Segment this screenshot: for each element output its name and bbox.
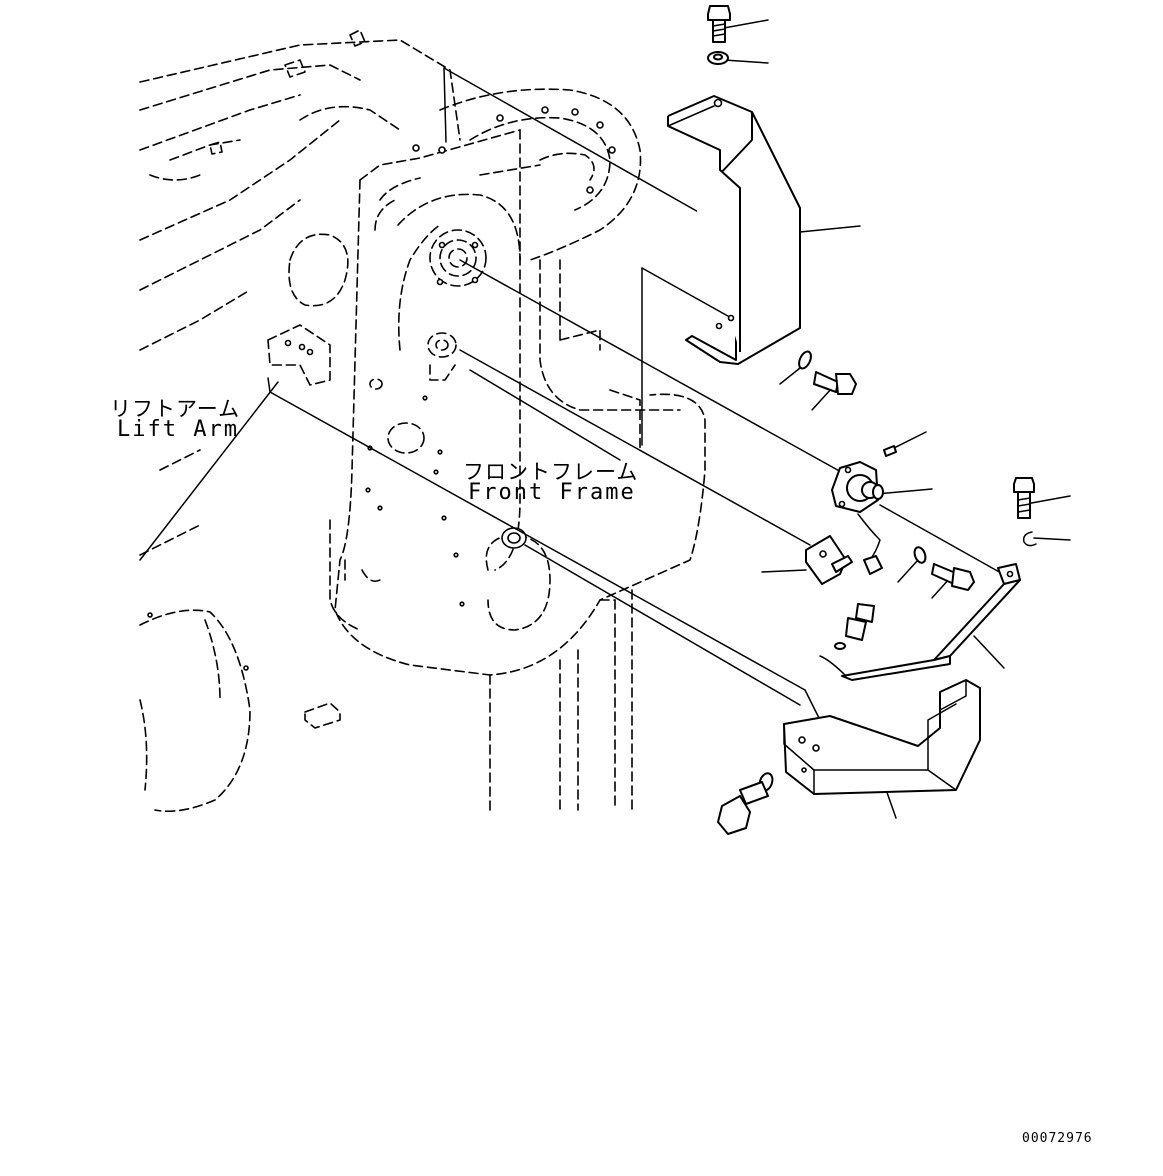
right-clip [1022, 531, 1037, 547]
cover-washer [798, 350, 812, 370]
sensor-bracket [805, 535, 853, 585]
front-frame-label-jp: フロントフレーム [463, 460, 639, 484]
lift-arm-outline [139, 29, 461, 556]
top-bolt [707, 5, 731, 43]
cover-bolt [813, 371, 857, 395]
top-washer [707, 51, 729, 65]
lift-arm-label-en: Lift Arm [117, 417, 239, 442]
small-clip [883, 445, 897, 457]
pivot-hub-outline [439, 88, 681, 451]
front-frame-label-en: Front Frame [468, 480, 636, 505]
rod-bolt [834, 603, 875, 650]
leader-lines [139, 19, 1071, 819]
sensor [831, 461, 884, 575]
guard-bolt [717, 781, 769, 835]
front-frame-outline [329, 129, 706, 811]
lift-arm-label-jp: リフトアーム [110, 397, 241, 421]
wheel-outline [139, 609, 341, 813]
cover-plate [667, 95, 801, 365]
sensor-bolt [931, 563, 975, 591]
lift-arm-bracket [267, 324, 331, 386]
sensor-washer [913, 546, 927, 564]
right-bolt [1013, 477, 1035, 519]
drawing-number: 00072976 [1022, 1131, 1093, 1146]
lever-rod [819, 563, 1021, 681]
guard-bracket [783, 679, 981, 795]
